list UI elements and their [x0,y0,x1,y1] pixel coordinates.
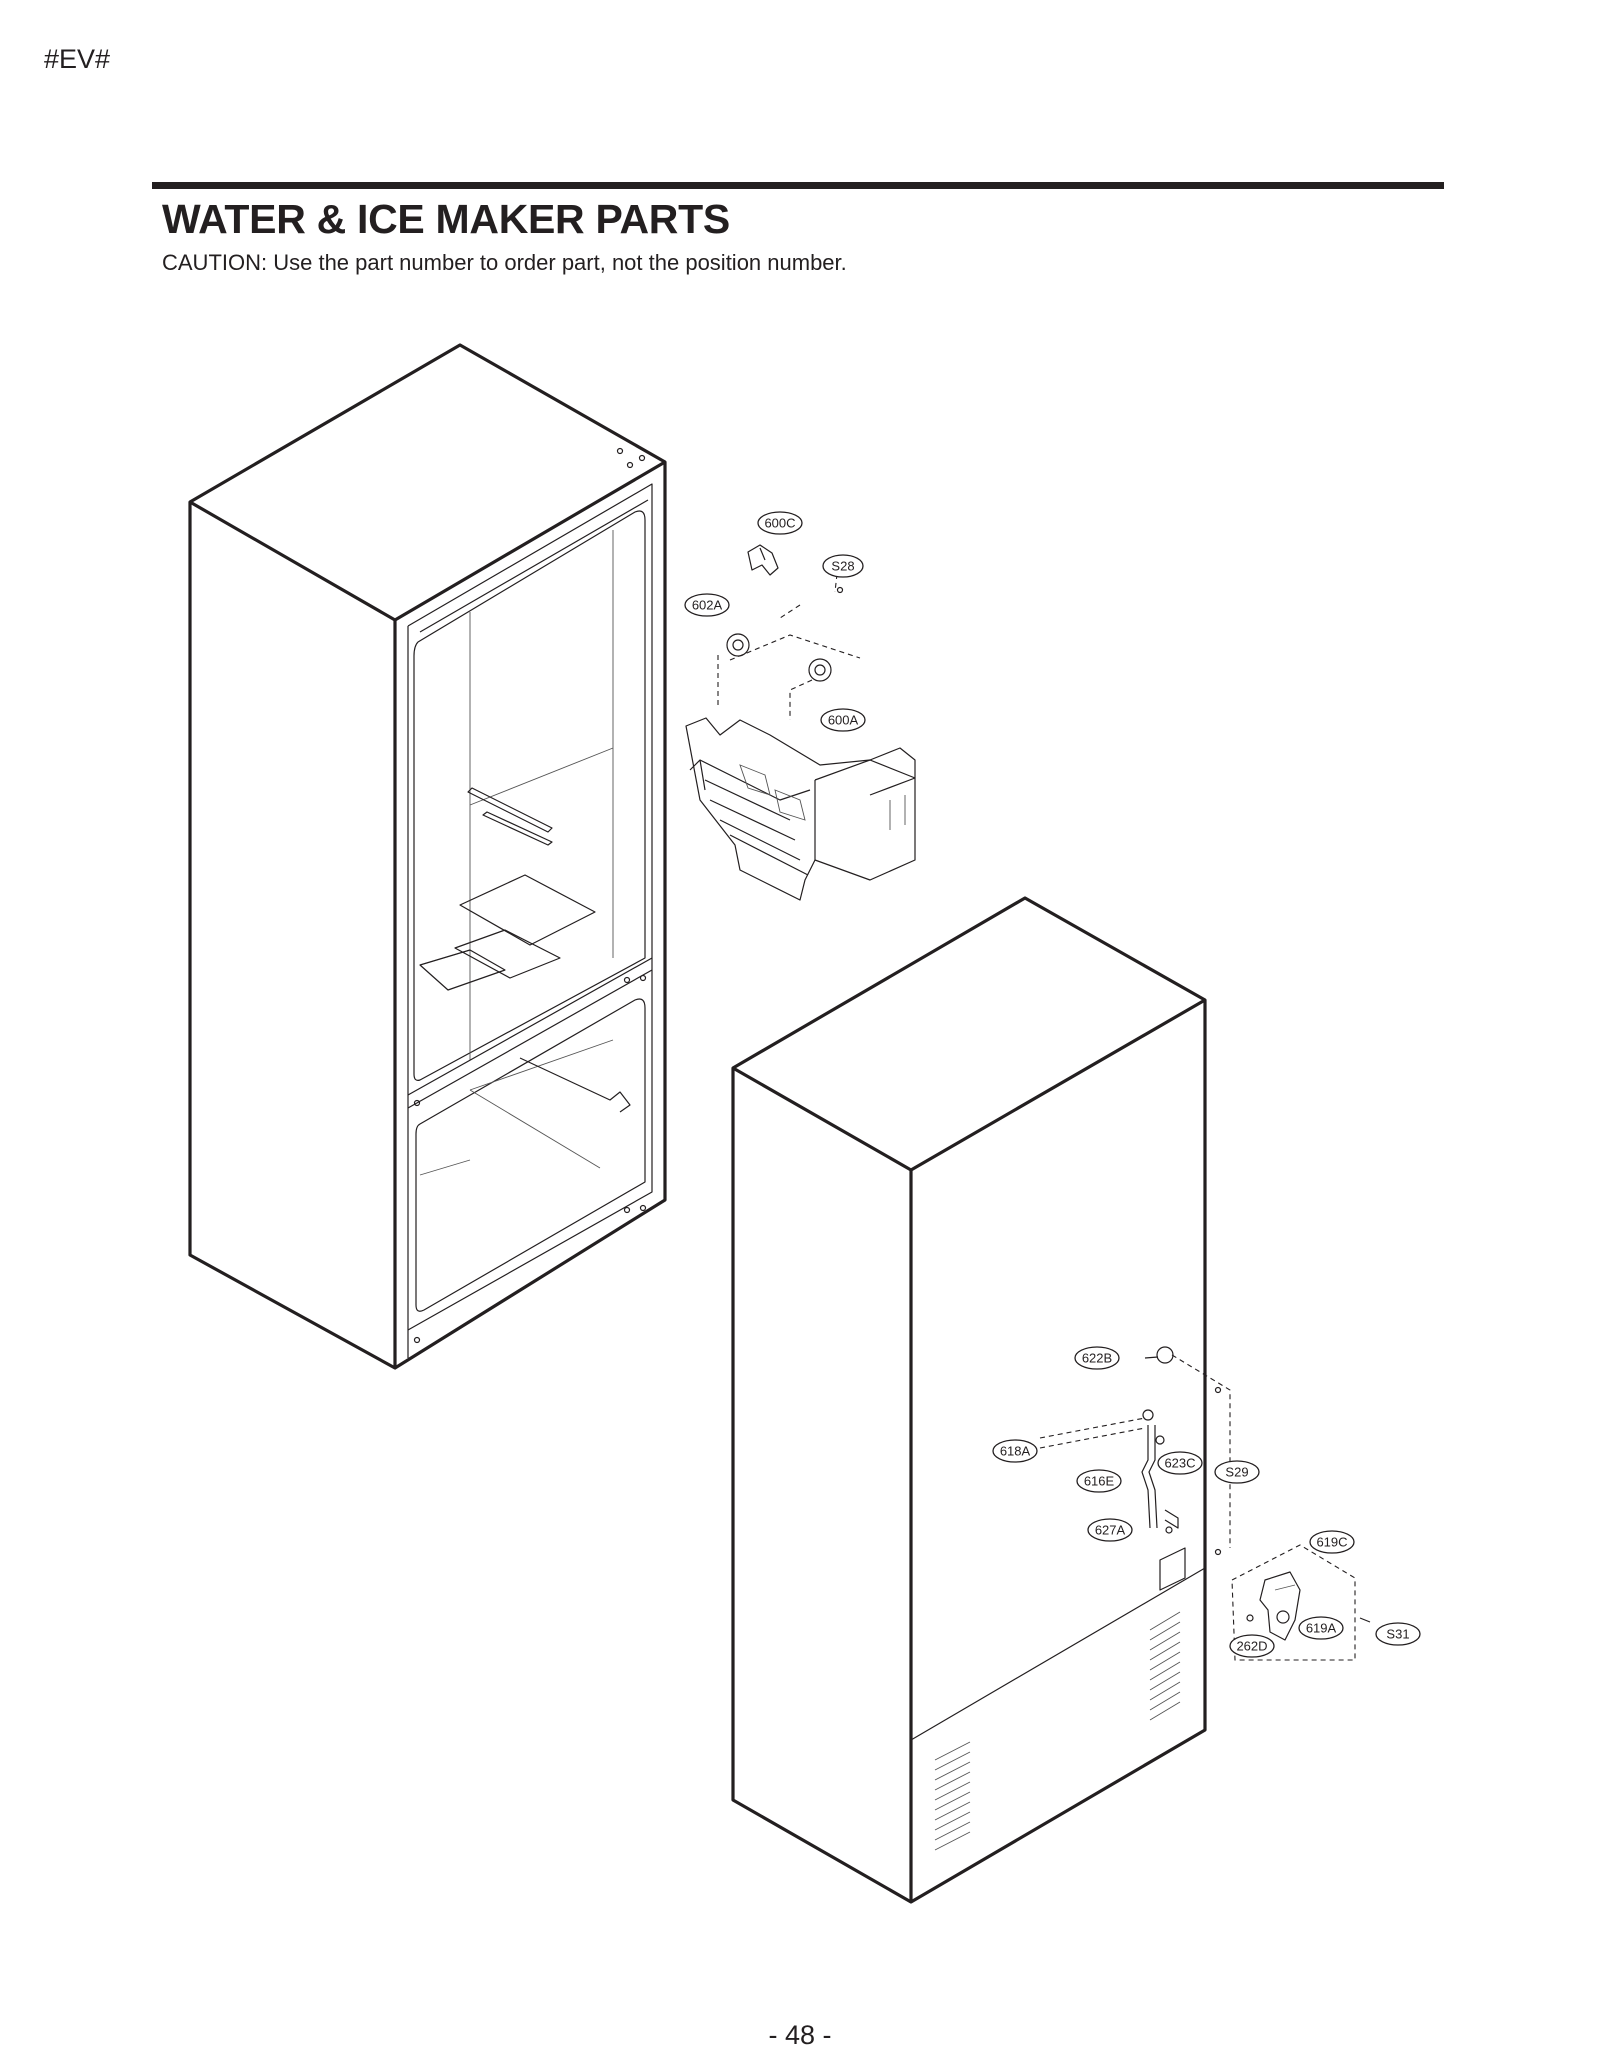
page-number: - 48 - [768,2020,832,2050]
svg-text:600C: 600C [764,516,795,531]
svg-text:622B: 622B [1082,1351,1112,1366]
callout-S29: S29 [1214,1460,1260,1484]
svg-text:619C: 619C [1316,1535,1347,1550]
callout-622B: 622B [1074,1346,1120,1370]
callout-262D: 262D [1229,1634,1275,1658]
callout-602A: 602A [684,593,730,617]
callout-627A: 627A [1087,1518,1133,1542]
svg-text:619A: 619A [1306,1621,1337,1636]
svg-text:602A: 602A [692,598,723,613]
header-rule [152,182,1444,189]
refrigerator-cabinet-interior [188,343,667,1370]
svg-text:S29: S29 [1225,1465,1248,1480]
callout-618A: 618A [992,1439,1038,1463]
callout-616E: 616E [1076,1469,1122,1493]
callout-S31: S31 [1375,1622,1421,1646]
svg-text:616E: 616E [1084,1474,1115,1489]
callout-600A: 600A [820,708,866,732]
svg-text:627A: 627A [1095,1523,1126,1538]
svg-text:618A: 618A [1000,1444,1031,1459]
caution-note: CAUTION: Use the part number to order pa… [162,250,847,275]
svg-text:S28: S28 [831,559,854,574]
callout-619A: 619A [1298,1616,1344,1640]
page-title: WATER & ICE MAKER PARTS [162,196,730,242]
callout-S28: S28 [822,554,864,578]
callout-619C: 619C [1309,1530,1355,1554]
svg-text:262D: 262D [1236,1639,1267,1654]
page-corner-tag: #EV# [44,44,111,74]
svg-text:S31: S31 [1386,1627,1409,1642]
refrigerator-back-cabinet [731,896,1371,1904]
svg-text:600A: 600A [828,713,859,728]
callout-600C: 600C [757,511,803,535]
callout-623C: 623C [1157,1451,1203,1475]
svg-text:623C: 623C [1164,1456,1195,1471]
ice-maker-assembly [685,544,916,901]
